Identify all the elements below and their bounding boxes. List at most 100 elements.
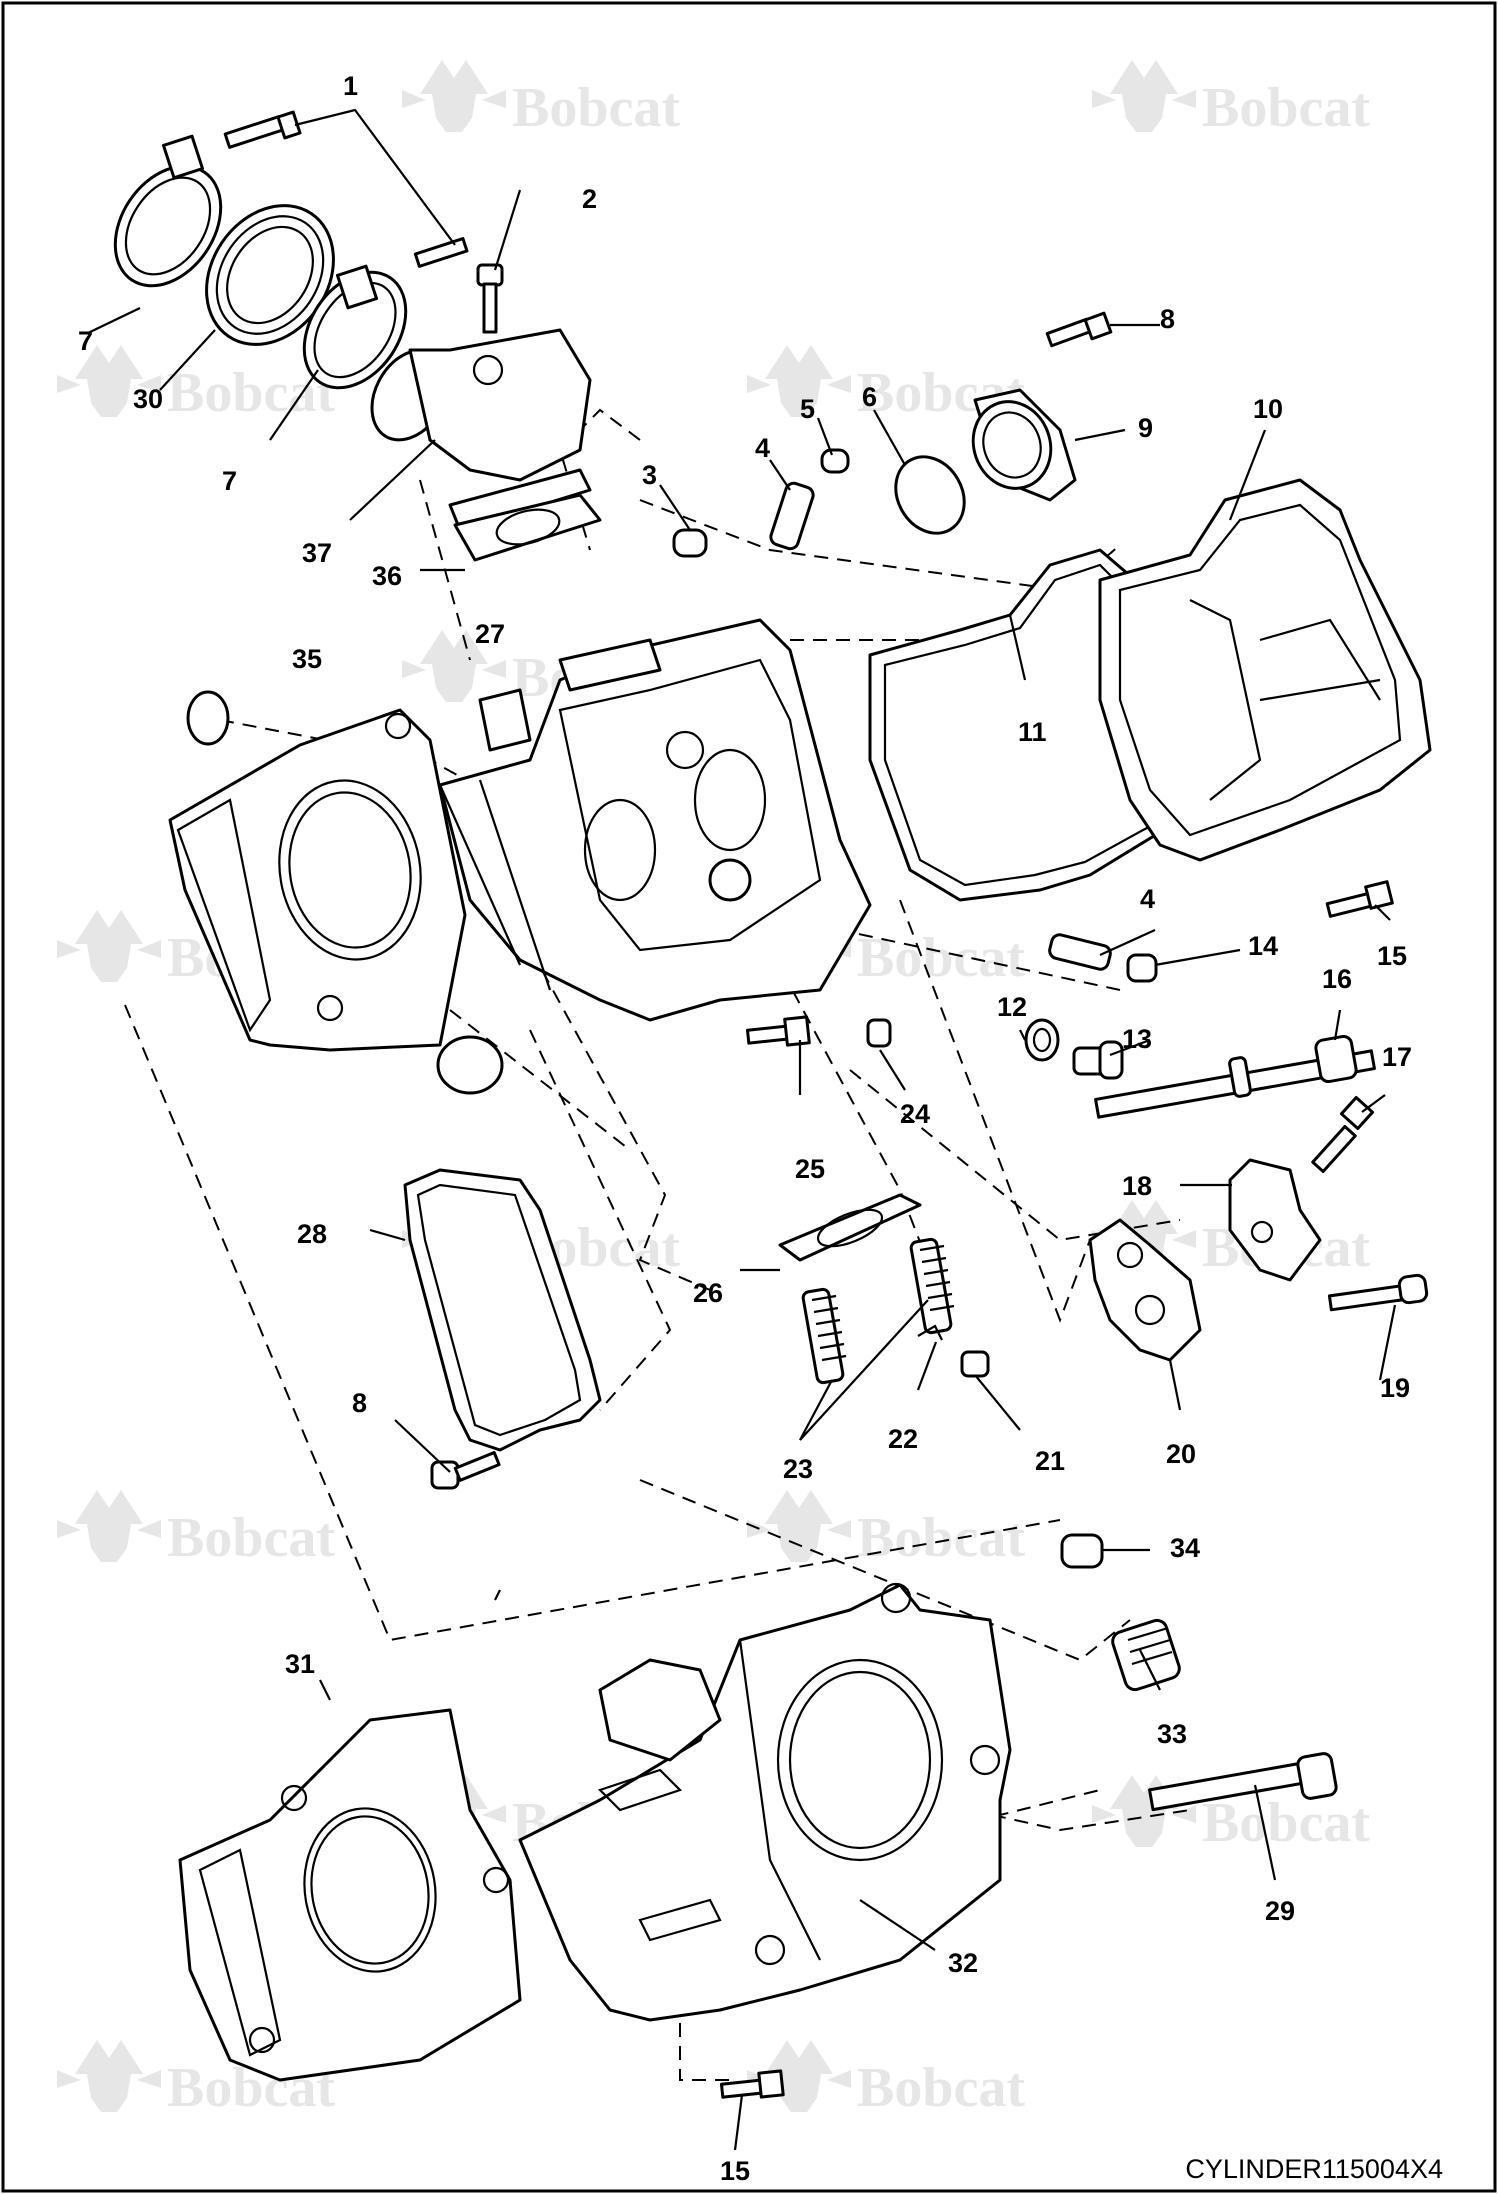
callout-27: 27 [475,619,505,649]
part-16-stud-bolt [1094,1034,1376,1119]
callout-11: 11 [1018,717,1047,747]
callout-22: 22 [888,1424,918,1454]
part-7-hose-clamp [113,134,223,288]
part-6-o-ring [894,455,966,535]
callout-4: 4 [1140,884,1155,914]
part-36-manifold-gasket [453,493,602,562]
bobcat-watermark-tile: Bobcat [402,60,680,139]
bobcat-watermark-tile: Bobcat [1092,1775,1370,1854]
part-12-washer [1024,1018,1060,1062]
callout-13: 13 [1122,1024,1152,1054]
callout-9: 9 [1138,413,1153,443]
bobcat-watermark-tile: Bobcat [1092,60,1370,139]
callout-15: 15 [720,2156,750,2186]
part-7-hose-clamp-2 [302,264,408,390]
diagram-reference-code: CYLINDER115004X4 [1185,2154,1443,2184]
part-9-cap-flange [971,388,1077,502]
part-31-base-gasket [178,1708,522,2082]
callout-29: 29 [1265,1896,1295,1926]
callout-17: 17 [1382,1042,1412,1072]
part-34-dowel [1060,1533,1104,1569]
callout-25: 25 [795,1154,825,1184]
part-27-cylinder-head [438,618,872,1022]
callout-14: 14 [1248,931,1278,961]
callout-36: 36 [372,561,402,591]
callout-5: 5 [800,394,815,424]
callout-2: 2 [582,184,597,214]
callout-1: 1 [343,71,358,101]
callout-3: 3 [642,460,657,490]
callout-10: 10 [1253,394,1283,424]
part-15-bolt-bottom [719,2069,785,2099]
callout-28: 28 [297,1219,327,1249]
callout-6: 6 [862,382,877,412]
callout-37: 37 [302,538,332,568]
svg-text:Bobcat: Bobcat [857,927,1025,989]
part-13-plug [1072,1040,1124,1080]
svg-text:Bobcat: Bobcat [512,77,680,139]
part-4-valve-guide-2 [1048,933,1112,971]
callout-8: 8 [1160,304,1175,334]
callout-15: 15 [1377,941,1407,971]
part-8-screw-bottom [430,1451,501,1490]
callout-26: 26 [693,1278,723,1308]
callout-21: 21 [1035,1446,1065,1476]
svg-text:Bobcat: Bobcat [167,1507,335,1569]
callout-32: 32 [948,1948,978,1978]
bobcat-watermark-tile: Bobcat [747,910,1025,989]
svg-text:Bobcat: Bobcat [1202,77,1370,139]
part-28-side-cover-gasket [403,1168,602,1452]
part-23-valve-spring-right [909,1237,955,1335]
callout-4: 4 [755,433,770,463]
part-37-intake-manifold [370,328,592,532]
svg-text:Bobcat: Bobcat [857,2057,1025,2119]
callout-7: 7 [222,466,237,496]
part-5-cap [820,448,850,474]
callout-23: 23 [783,1454,813,1484]
callout-8: 8 [352,1388,367,1418]
callout-12: 12 [997,992,1027,1022]
callout-20: 20 [1166,1439,1196,1469]
part-21-nut [960,1350,990,1378]
part-17-bolt [1311,1095,1375,1174]
leader-lines [87,108,1397,2151]
part-35-head-gasket [168,690,504,1095]
callout-35: 35 [292,644,322,674]
part-15-bolt-top [1325,880,1394,918]
part-8-screw-top [1045,311,1113,348]
callout-30: 30 [133,384,163,414]
part-19-bolt [1327,1273,1429,1312]
part-32-cylinder-block [518,1582,1012,2022]
part-18-bracket [1228,1158,1322,1282]
callout-labels: 1 2 7 30 7 37 36 3 4 5 6 8 9 10 35 27 11… [78,71,1412,2186]
callout-19: 19 [1380,1373,1410,1403]
part-33-fitting [1111,1618,1181,1692]
part-26-gasket [778,1193,922,1262]
svg-text:Bobcat: Bobcat [1202,1792,1370,1854]
part-14-cap-nut [1126,953,1158,983]
callout-7: 7 [78,326,93,356]
part-20-tensioner-body [1088,1218,1202,1362]
callout-33: 33 [1157,1719,1187,1749]
callout-16: 16 [1322,964,1352,994]
part-10-valve-cover [1098,478,1432,862]
part-4-valve-guide [769,481,815,551]
part-25-bolt [745,1015,811,1047]
bobcat-watermark-tile: Bobcat [747,1490,1025,1569]
callout-34: 34 [1170,1533,1200,1563]
part-3-dowel-pin [672,528,708,558]
part-24-dowel [866,1018,892,1048]
part-29-stud-bolt [1148,1752,1338,1812]
bobcat-watermark-tile: Bobcat [57,1490,335,1569]
svg-text:Bobcat: Bobcat [857,1507,1025,1569]
callout-18: 18 [1122,1171,1152,1201]
svg-text:Bobcat: Bobcat [167,362,335,424]
part-22-clip [917,1324,943,1341]
bobcat-watermark-tile: Bobcat [57,345,335,424]
callout-24: 24 [900,1099,930,1129]
part-23-valve-spring-left [801,1287,847,1385]
callout-31: 31 [285,1649,315,1679]
part-1-clamp-screw [223,110,302,149]
bobcat-watermark-tile: Bobcat [747,2040,1025,2119]
